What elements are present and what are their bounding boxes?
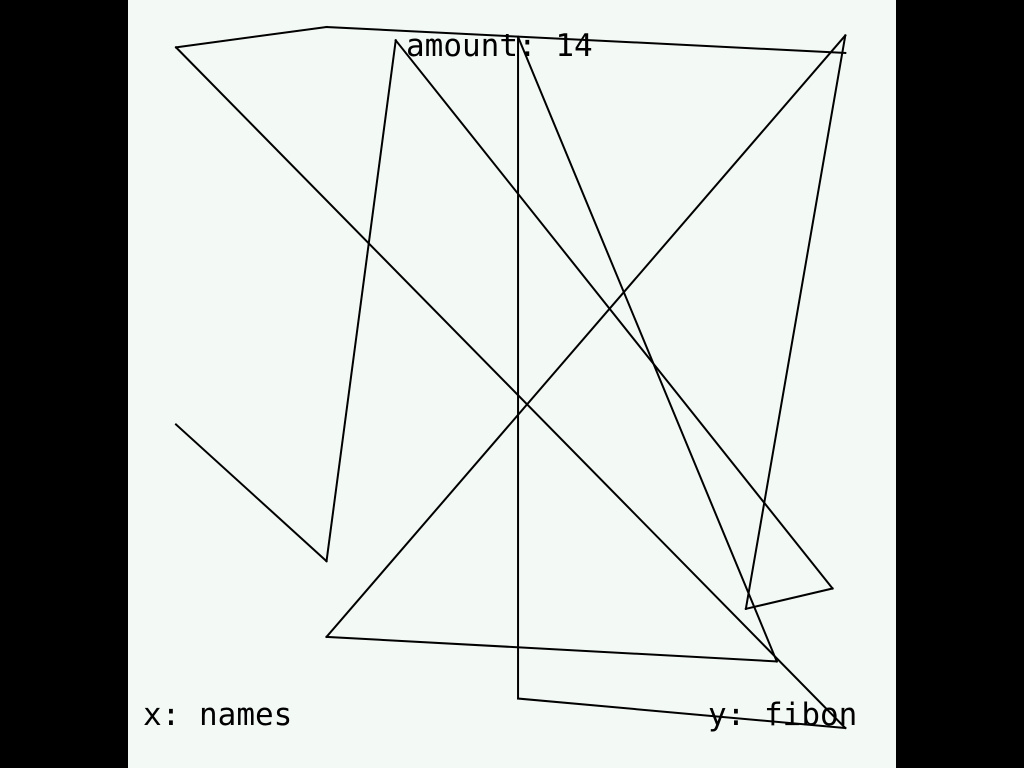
line-segment-3 [394, 38, 834, 590]
data-point-14 [844, 52, 847, 54]
line-segment-6 [325, 34, 847, 639]
chart-title-value: 14 [555, 28, 593, 64]
line-segment-11 [174, 45, 847, 730]
line-segment-12 [174, 25, 328, 49]
line-plot [174, 25, 847, 730]
data-point-7 [325, 636, 328, 638]
line-segment-10 [516, 697, 847, 730]
line-segment-2 [325, 39, 397, 563]
chart-title: amount: 14 [406, 31, 593, 62]
data-point-9 [517, 36, 519, 38]
data-point-13 [325, 26, 328, 28]
y-axis-label: y: fibon [708, 697, 858, 733]
line-segment-1 [174, 423, 328, 563]
data-point-12 [175, 46, 177, 49]
data-point-4 [831, 587, 834, 590]
chart-title-prefix: amount: [406, 28, 537, 64]
data-point-10 [517, 697, 519, 700]
data-point-11 [844, 727, 847, 729]
data-point-1 [175, 423, 177, 426]
line-segment-5 [744, 34, 847, 610]
data-point-8 [775, 660, 778, 663]
chart-canvas: amount: 14 x: names y: fibon [128, 0, 896, 768]
line-segment-7 [325, 635, 778, 663]
data-point-3 [394, 39, 397, 42]
line-segment-4 [744, 587, 834, 611]
data-point-2 [325, 560, 328, 562]
line-segment-8 [516, 35, 779, 663]
data-point-6 [844, 34, 847, 37]
line-segment-13 [325, 25, 847, 54]
data-point-5 [745, 608, 747, 610]
x-axis-label: x: names [143, 697, 293, 733]
